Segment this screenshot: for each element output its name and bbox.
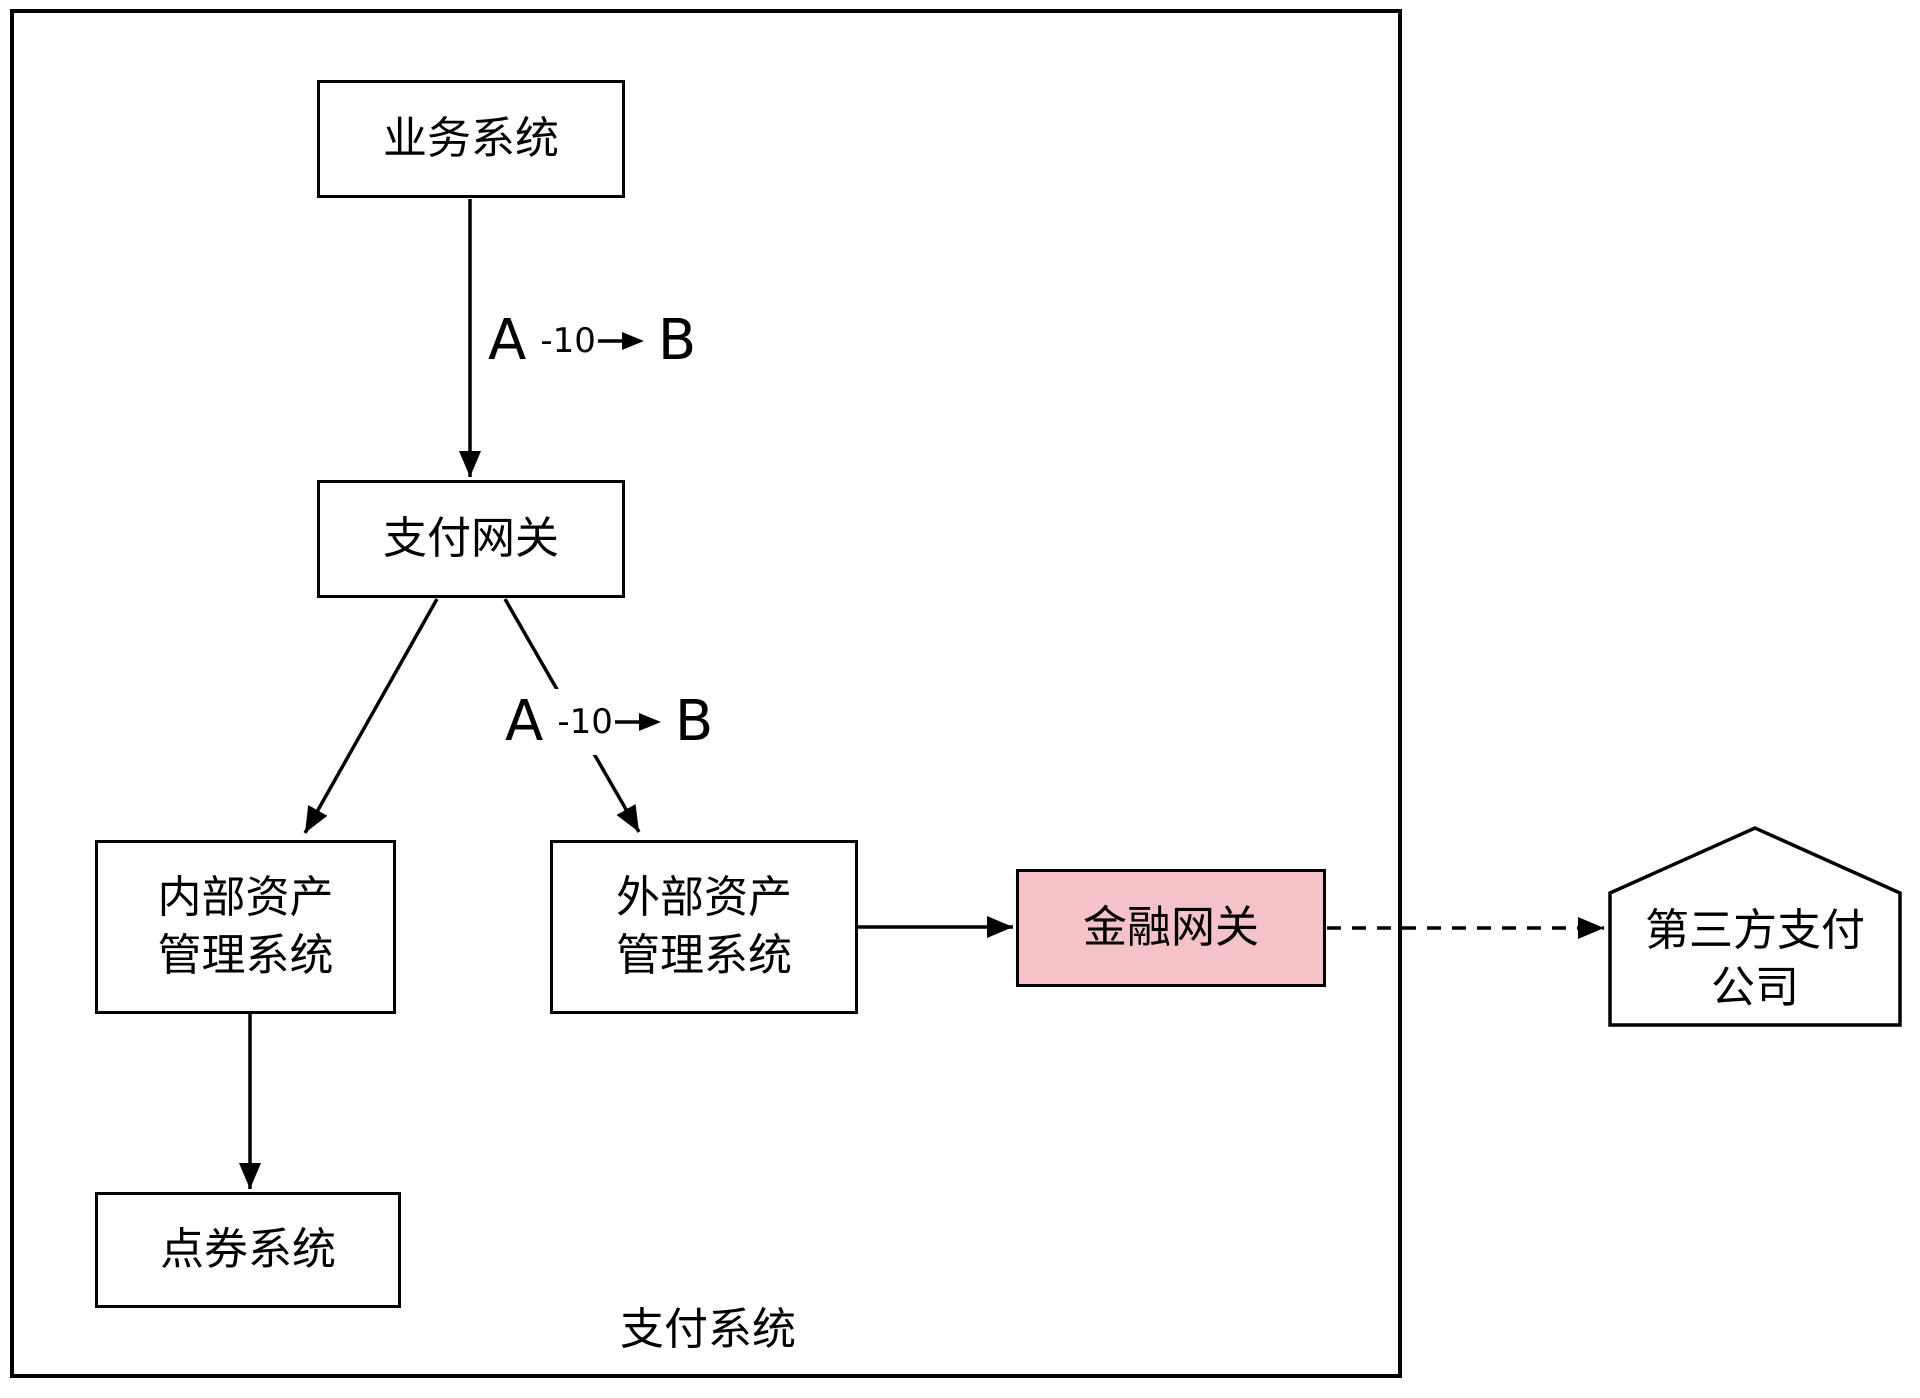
payment-gateway-node: 支付网关 <box>317 480 625 598</box>
internal-asset-label-line1: 内部资产 <box>157 872 334 923</box>
internal-asset-system-node: 内部资产 管理系统 <box>95 840 396 1014</box>
transfer-label-2-value: -10 <box>557 702 613 742</box>
external-asset-system-node: 外部资产 管理系统 <box>550 840 858 1014</box>
third-party-house-shape <box>1608 826 1902 1027</box>
third-party-company-node: 第三方支付 公司 <box>1610 893 1900 1025</box>
financial-gateway-node: 金融网关 <box>1016 869 1326 987</box>
business-system-node: 业务系统 <box>317 80 625 198</box>
transfer-label-1-a: A <box>488 308 527 373</box>
transfer-arrow-icon <box>597 332 644 350</box>
transfer-label-2-a: A <box>505 689 544 754</box>
external-asset-label-line1: 外部资产 <box>616 872 792 923</box>
external-asset-label-line2: 管理系统 <box>616 930 792 981</box>
points-system-label: 点券系统 <box>160 1224 336 1275</box>
business-system-label: 业务系统 <box>383 113 559 164</box>
payment-system-label: 支付系统 <box>620 1304 796 1355</box>
internal-asset-label-line2: 管理系统 <box>157 930 334 981</box>
payment-system-boundary-box <box>10 9 1402 1378</box>
transfer-label-2-b: B <box>674 689 714 754</box>
financial-gateway-label: 金融网关 <box>1083 902 1259 953</box>
payment-gateway-label: 支付网关 <box>383 513 559 564</box>
points-system-node: 点券系统 <box>95 1192 401 1308</box>
transfer-arrow-icon <box>614 713 661 731</box>
transfer-label-1: A -10 B <box>480 308 705 374</box>
third-party-label-line1: 第三方支付 <box>1645 905 1865 956</box>
transfer-label-1-value: -10 <box>540 321 596 361</box>
transfer-label-2: A -10 B <box>497 689 722 755</box>
transfer-label-1-b: B <box>657 308 697 373</box>
third-party-label-line2: 公司 <box>1711 962 1799 1013</box>
edge-gateway-to-internal <box>303 598 439 834</box>
